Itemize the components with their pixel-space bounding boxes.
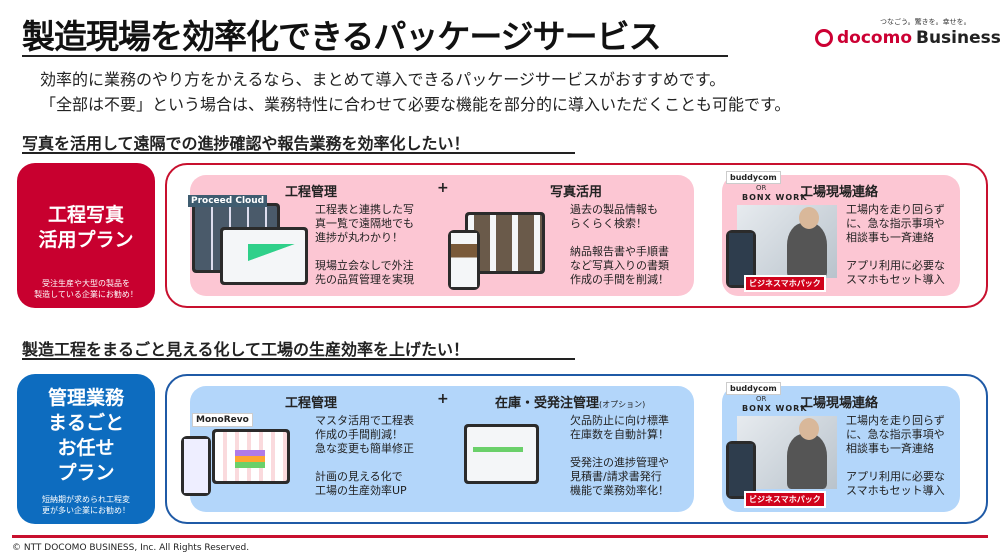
inventory-app-screenshot xyxy=(464,424,539,484)
plan-name-line: 活用プラン xyxy=(38,229,134,251)
card-description-line: 在庫数を自動計算！ xyxy=(570,428,669,441)
monorevo-logo: MonoRevo xyxy=(192,413,253,427)
card-description-line: 工場内を走り回らず xyxy=(846,414,945,427)
card-title: 在庫・受発注管理(オプション) xyxy=(495,392,645,411)
card-description-line: 納品報告書や手順書 xyxy=(570,245,669,258)
production-schedule-screenshot xyxy=(212,429,290,484)
card-description-line: 相談事も一斉連絡 xyxy=(846,442,934,455)
card-description-line: 機能で業務効率化！ xyxy=(570,484,669,497)
docomo-business-logo: docomo Business xyxy=(815,28,1000,48)
section-underline xyxy=(22,152,575,154)
business-smartphone-pack-badge: ビジネスマホパック xyxy=(744,491,826,508)
card-description-line: 先の品質管理を実現 xyxy=(315,273,414,286)
card-description-line: 工程表と連携した写 xyxy=(315,203,414,216)
card-description-line: スマホもセット導入 xyxy=(846,273,945,286)
card-description-line: 作成の手間削減！ xyxy=(315,428,403,441)
photo-app-phone xyxy=(448,230,480,290)
card-title: 工程管理 xyxy=(285,185,338,200)
plan-name-line: お任せ xyxy=(57,437,115,459)
plan-target-line: 製造している企業にお勧め！ xyxy=(34,290,138,299)
proceed-cloud-logo: Proceed Cloud xyxy=(188,195,268,207)
card-description-line: に、急な指示事項や xyxy=(846,217,945,230)
plan-target-line: 更が多い企業にお勧め！ xyxy=(42,506,130,515)
or-label: OR xyxy=(756,395,767,403)
card-description-line: マスタ活用で工程表 xyxy=(315,414,414,427)
gantt-screenshot xyxy=(220,227,308,285)
card-title: 工場現場連絡 xyxy=(800,396,879,411)
plan-name-line: まるごと xyxy=(47,412,124,434)
card-description-line: 相談事も一斉連絡 xyxy=(846,231,934,244)
card-description-line: 現場立会なしで外注 xyxy=(315,259,414,272)
buddycom-logo: buddycom xyxy=(726,382,781,395)
card-description-line: 見積書/請求書発行 xyxy=(570,470,662,483)
brand-tagline: つなごう。驚きを。幸せを。 xyxy=(880,18,971,26)
title-underline xyxy=(22,55,728,57)
card-description-line: アプリ利用に必要な xyxy=(846,470,945,483)
service-card-factory-communication: 工場現場連絡 buddycom OR BONX WORK ビジネスマホパック 工… xyxy=(722,171,960,296)
plan-target-line: 受注生産や大型の製品を xyxy=(42,279,130,288)
card-title: 工場現場連絡 xyxy=(800,185,879,200)
card-description-line: 急な変更も簡単修正 xyxy=(315,442,414,455)
plan-name-line: プラン xyxy=(57,462,115,484)
logo-business-text: Business xyxy=(916,28,1000,48)
buddycom-logo: buddycom xyxy=(726,171,781,184)
plan-contents-frame xyxy=(165,374,988,524)
card-description-line: 欠品防止に向け標準 xyxy=(570,414,669,427)
logo-docomo-text: docomo xyxy=(837,28,912,48)
card-description-line: スマホもセット導入 xyxy=(846,484,945,497)
photo-app-tablet xyxy=(465,212,545,274)
card-title: 写真活用 xyxy=(550,185,603,200)
business-smartphone-pack-badge: ビジネスマホパック xyxy=(744,275,826,292)
section-heading: 写真を活用して遠隔での進捗確認や報告業務を効率化したい！ xyxy=(22,134,470,153)
page-title: 製造現場を効率化できるパッケージサービス xyxy=(22,17,662,56)
section-heading: 製造工程をまるごと見える化して工場の生産効率を上げたい！ xyxy=(22,340,470,359)
section-underline xyxy=(22,358,575,360)
plan-badge: 工程写真活用プラン 受注生産や大型の製品を製造している企業にお勧め！ xyxy=(17,163,155,308)
monorevo-phone xyxy=(181,436,211,496)
card-description-line: 受発注の進捗管理や xyxy=(570,456,669,469)
phone-app-image xyxy=(726,441,756,499)
footer-divider xyxy=(12,535,988,538)
plus-sign: + xyxy=(437,180,449,196)
bonx-work-logo: BONX WORK xyxy=(742,193,808,202)
plan-badge: 管理業務まるごとお任せプラン 短納期が求められ工程変更が多い企業にお勧め！ xyxy=(17,374,155,524)
service-card-group: 工程管理 + 写真活用 Proceed Cloud 工程表と連携した写真一覧で遠… xyxy=(188,175,694,296)
card-description-line: 真一覧で遠隔地でも xyxy=(315,217,414,230)
card-title-text: 在庫・受発注管理 xyxy=(495,396,600,411)
card-description-line: 作成の手間を削減！ xyxy=(570,273,669,286)
card-description-line: など写真入りの書類 xyxy=(570,259,669,272)
card-title-note: (オプション) xyxy=(599,400,646,409)
card-description-line: 過去の製品情報も xyxy=(570,203,658,216)
card-description-line: 計画の見える化で xyxy=(315,470,403,483)
card-description-line: 工場内を走り回らず xyxy=(846,203,945,216)
card-title: 工程管理 xyxy=(285,396,338,411)
or-label: OR xyxy=(756,184,767,192)
copyright: © NTT DOCOMO BUSINESS, Inc. All Rights R… xyxy=(12,543,250,553)
plus-sign: + xyxy=(437,391,449,407)
plan-contents-frame xyxy=(165,163,988,308)
docomo-logo-icon xyxy=(815,29,833,47)
intro-line-1: 効率的に業務のやり方をかえるなら、まとめて導入できるパッケージサービスがおすすめ… xyxy=(40,70,726,89)
plan-name-line: 管理業務 xyxy=(47,387,124,409)
card-description-line: らくらく検索！ xyxy=(570,217,647,230)
plan-target-line: 短納期が求められ工程変 xyxy=(42,495,130,504)
plan-name-line: 工程写真 xyxy=(47,204,124,226)
card-description-line: 工場の生産効率UP xyxy=(315,484,407,497)
phone-app-image xyxy=(726,230,756,288)
intro-line-2: 「全部は不要」という場合は、業務特性に合わせて必要な機能を部分的に導入いただくこ… xyxy=(40,95,791,114)
card-description-line: 進捗が丸わかり！ xyxy=(315,231,403,244)
service-card-factory-communication: 工場現場連絡 buddycom OR BONX WORK ビジネスマホパック 工… xyxy=(722,382,960,512)
service-card-group: 工程管理 + 在庫・受発注管理(オプション) MonoRevo マスタ活用で工程… xyxy=(181,386,694,512)
card-description-line: に、急な指示事項や xyxy=(846,428,945,441)
bonx-work-logo: BONX WORK xyxy=(742,404,808,413)
card-description-line: アプリ利用に必要な xyxy=(846,259,945,272)
